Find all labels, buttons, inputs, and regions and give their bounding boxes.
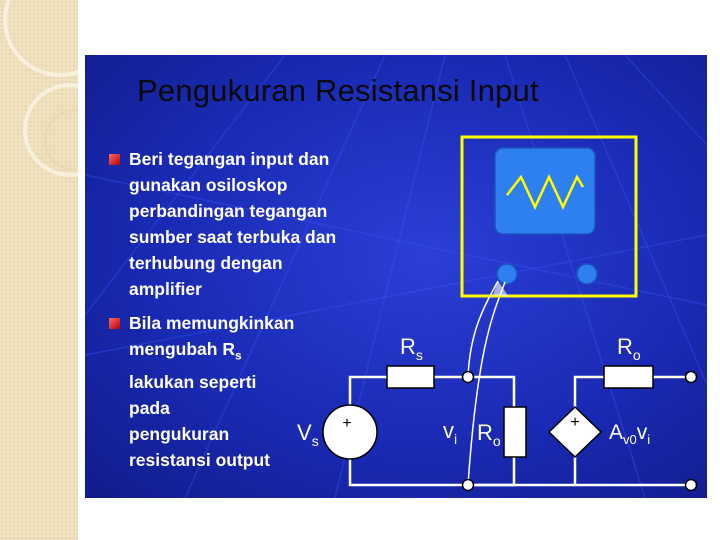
oscilloscope-screen bbox=[494, 147, 596, 235]
probe-jack-1 bbox=[496, 263, 518, 285]
label-ro-output-sub: o bbox=[633, 347, 641, 363]
bullet-1-line: perbandingan tegangan bbox=[129, 201, 328, 221]
bullet-2-subscript: s bbox=[234, 348, 242, 363]
label-vs: Vs bbox=[297, 420, 319, 449]
resistor-rs bbox=[386, 365, 435, 389]
terminal-node bbox=[684, 478, 698, 492]
plus-sign-vs: + bbox=[342, 415, 351, 432]
decorative-rings bbox=[3, 0, 78, 177]
bullet-1-line: sumber saat terbuka dan bbox=[129, 227, 337, 247]
bullet-1-line: Beri tegangan input dan bbox=[129, 149, 330, 169]
terminal-node bbox=[461, 478, 475, 492]
label-ro-input: Ro bbox=[477, 420, 501, 449]
label-rs-sub: s bbox=[416, 347, 423, 363]
label-av-vi-main: v bbox=[637, 421, 648, 444]
voltage-source-vs bbox=[322, 404, 378, 460]
dependent-source bbox=[547, 405, 603, 459]
label-rs: Rs bbox=[400, 334, 423, 363]
circuit-diagram: Rs Ro Vs vi Ro Av0vi + + bbox=[297, 135, 698, 492]
label-vi-sub: i bbox=[454, 431, 457, 447]
label-vs-main: V bbox=[297, 420, 312, 445]
bullet-2-line: resistansi output bbox=[129, 449, 270, 470]
label-rs-main: R bbox=[400, 334, 416, 359]
label-av-sub: v0 bbox=[623, 432, 637, 447]
label-ro-input-sub: o bbox=[493, 433, 501, 449]
probe-lead bbox=[467, 280, 499, 378]
label-ro-output-main: R bbox=[617, 334, 633, 359]
bullet-text-1: Beri tegangan input dan gunakan osilosko… bbox=[129, 146, 336, 302]
oscilloscope-frame bbox=[460, 135, 638, 298]
label-av0vi: Av0vi bbox=[609, 421, 650, 447]
label-ro-output: Ro bbox=[617, 334, 641, 363]
plus-sign-dependent: + bbox=[570, 414, 579, 431]
label-vs-sub: s bbox=[312, 433, 319, 449]
bullet-2-line-text: mengubah R bbox=[129, 339, 235, 359]
terminal-node bbox=[684, 370, 698, 384]
resistor-ro-input bbox=[503, 406, 527, 458]
bullet-marker bbox=[109, 318, 120, 329]
bullet-2-line: pada bbox=[129, 397, 170, 418]
slide-title: Pengukuran Resistansi Input bbox=[137, 73, 539, 108]
bullet-1-line: amplifier bbox=[129, 279, 202, 299]
bullet-2-line: pengukuran bbox=[129, 423, 230, 444]
slide: Pengukuran Resistansi Input Beri teganga… bbox=[85, 55, 707, 498]
label-vi: vi bbox=[443, 418, 457, 447]
terminal-node bbox=[461, 370, 475, 384]
bullet-1-line: terhubung dengan bbox=[129, 253, 283, 273]
probe-jack-2 bbox=[576, 263, 598, 285]
label-av-vi-sub: i bbox=[647, 432, 650, 447]
left-decoration-strip bbox=[0, 0, 78, 540]
waveform-icon bbox=[506, 174, 585, 210]
label-av-main: A bbox=[609, 421, 623, 444]
bullet-1-line: gunakan osiloskop bbox=[129, 175, 288, 195]
label-ro-input-main: R bbox=[477, 420, 493, 445]
resistor-ro-output bbox=[603, 365, 654, 389]
bullet-2-line: mengubah Rs bbox=[129, 336, 294, 369]
background-streaks bbox=[85, 55, 707, 498]
probe-lead bbox=[467, 281, 506, 486]
label-vi-main: v bbox=[443, 418, 454, 443]
bullet-2-line: Bila memungkinkan bbox=[129, 313, 295, 333]
probe-tip bbox=[493, 281, 509, 297]
bullet-text-2: Bila memungkinkan mengubah Rs lakukan se… bbox=[129, 310, 294, 473]
bullet-2-line: lakukan seperti bbox=[129, 371, 257, 392]
bullet-marker bbox=[109, 154, 120, 165]
